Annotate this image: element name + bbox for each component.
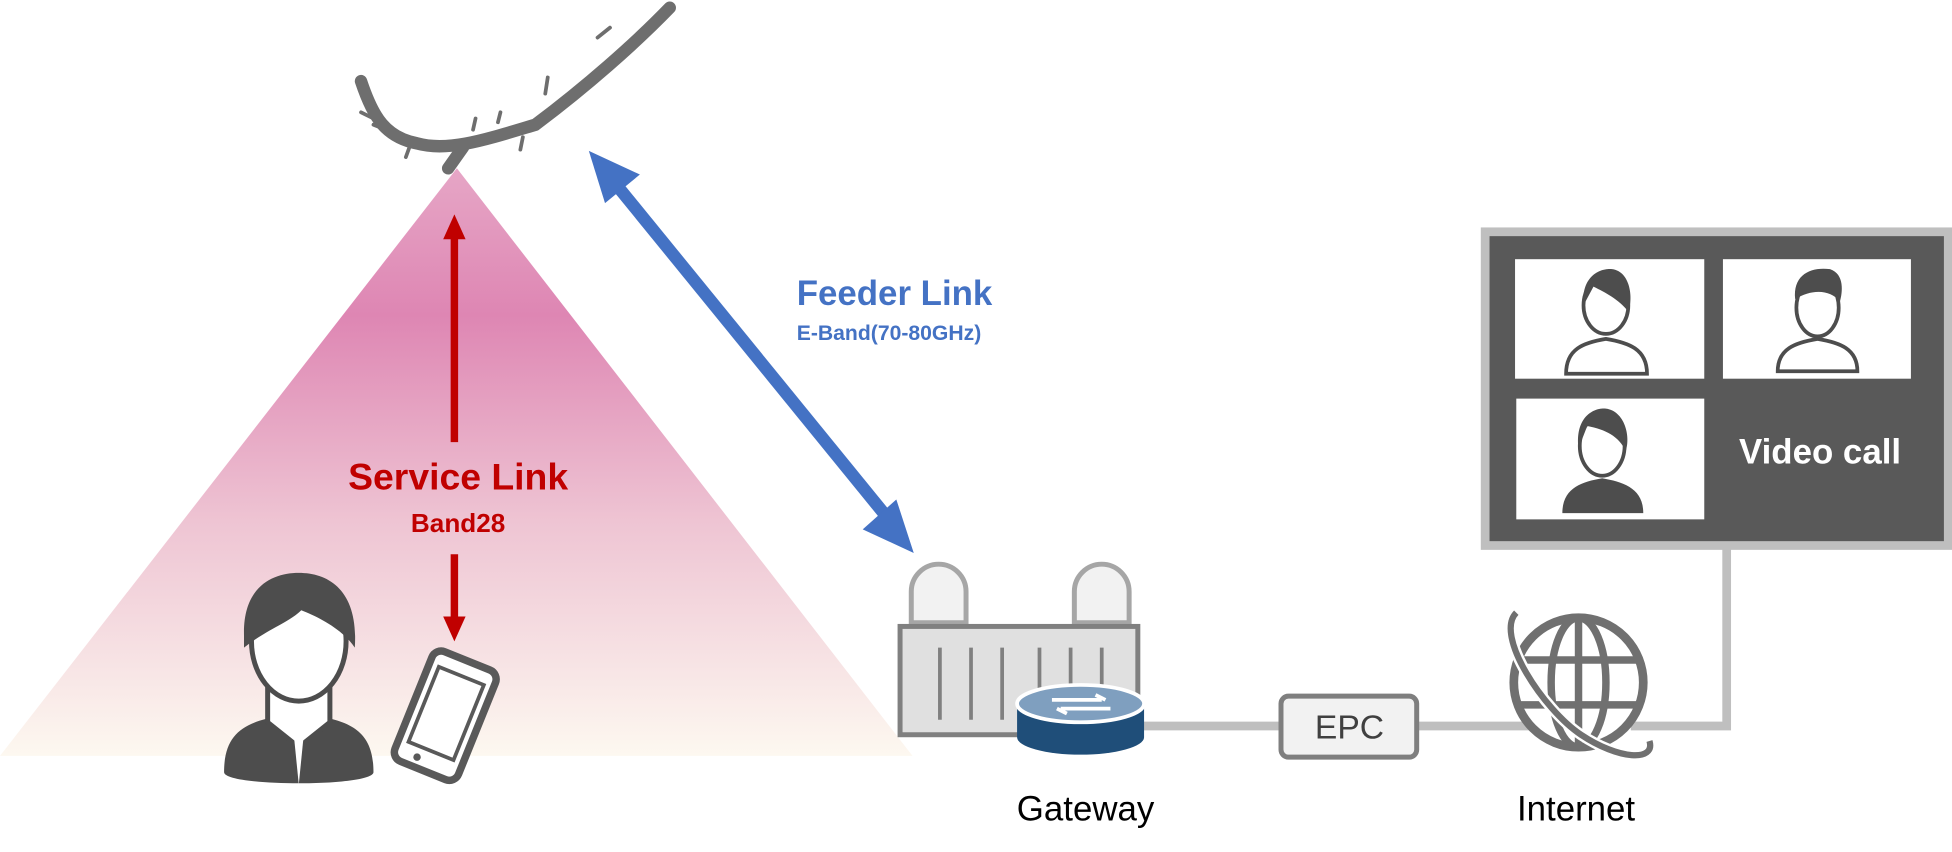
haps-aircraft-icon (354, 1, 676, 175)
video-call-label: Video call (1739, 432, 1901, 471)
participant-icon (1564, 269, 1649, 376)
service-beam (0, 168, 913, 756)
internet-label: Internet (1517, 790, 1635, 829)
gateway-label: Gateway (1017, 790, 1155, 829)
epc-label: EPC (1315, 709, 1384, 746)
router-icon (1015, 683, 1146, 755)
epc-box (1278, 693, 1420, 760)
participant-icon (1775, 268, 1860, 374)
service-link-band: Band28 (411, 508, 505, 538)
user-icon (224, 572, 374, 785)
monitor-icon (1480, 227, 1952, 550)
feeder-link-title: Feeder Link (797, 274, 993, 313)
service-link-arrows (443, 214, 466, 642)
participant-icon (1562, 408, 1644, 514)
feeder-link-band: E-Band(70-80GHz) (797, 322, 982, 345)
feeder-link-arrow (588, 150, 914, 553)
globe-icon (1505, 608, 1656, 761)
service-link-title: Service Link (348, 455, 568, 497)
smartphone-icon (390, 647, 500, 785)
connection-lines (1139, 545, 1732, 731)
